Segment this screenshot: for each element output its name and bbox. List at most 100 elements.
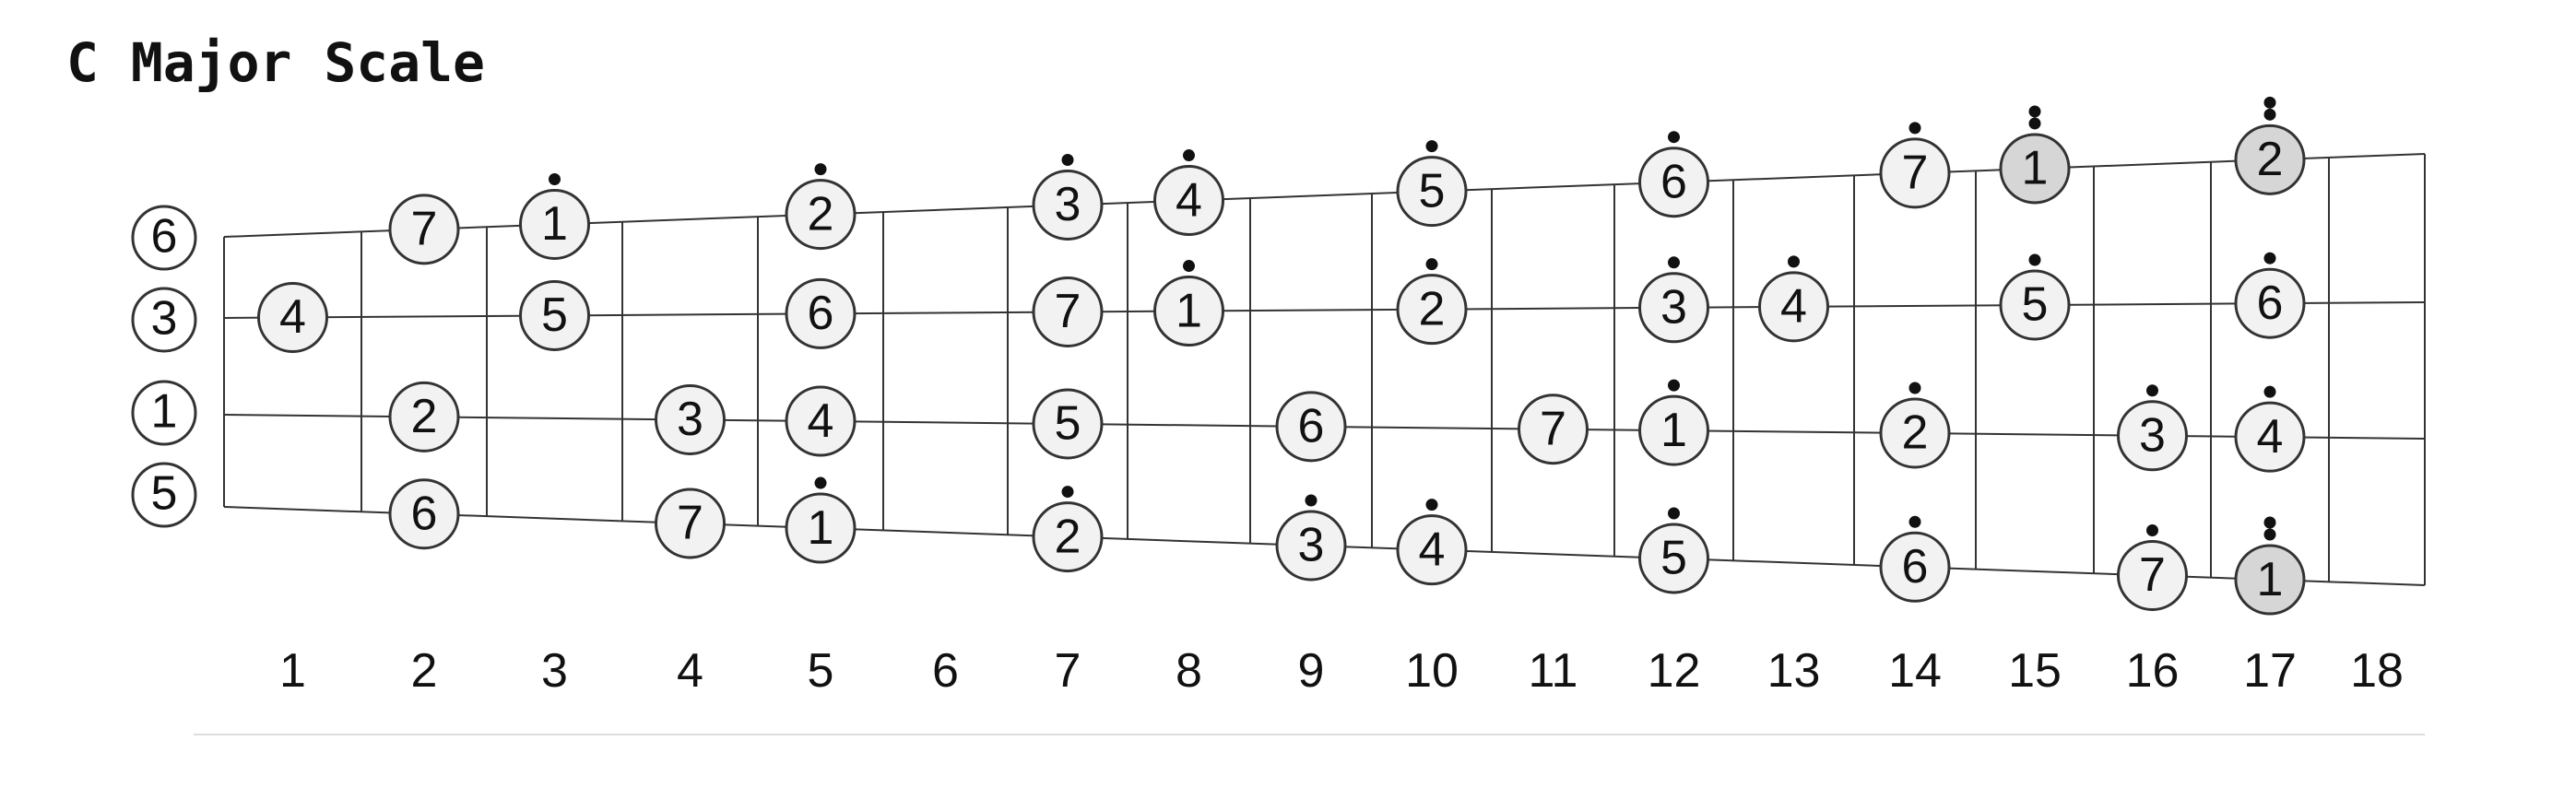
note-circle — [785, 277, 857, 349]
fret-number: 17 — [2243, 644, 2297, 698]
octave-dot — [2146, 523, 2158, 536]
scale-note: 2 — [1032, 486, 1104, 573]
scale-note: 3 — [655, 384, 726, 456]
fret-number: 16 — [2126, 644, 2180, 698]
note-circle — [1275, 391, 1347, 463]
note-degree-label: 3 — [1298, 519, 1325, 572]
note-degree-label: 2 — [1055, 510, 1081, 563]
scale-note: 1 — [2234, 516, 2306, 616]
octave-dot — [1668, 379, 1680, 392]
note-circle — [1153, 276, 1224, 347]
note-degree-label: 1 — [808, 501, 834, 555]
note-degree-label: 6 — [1298, 400, 1325, 453]
note-circle — [257, 281, 328, 353]
scale-note: 2 — [1879, 382, 1951, 469]
fret-number: 8 — [1176, 644, 1202, 698]
note-circle — [1032, 276, 1104, 347]
note-degree-label: 1 — [541, 197, 568, 251]
note-degree-label: 6 — [1902, 540, 1929, 594]
scale-note: 1 — [785, 476, 857, 564]
octave-dot — [1305, 494, 1318, 507]
note-circle — [1879, 397, 1951, 469]
octave-dot — [1425, 258, 1438, 271]
scale-note: 5 — [519, 279, 590, 351]
scale-note: 4 — [1396, 499, 1468, 586]
note-circle — [1032, 388, 1104, 460]
note-degree-label: 6 — [2257, 276, 2284, 330]
note-circle — [2234, 401, 2306, 473]
octave-dot — [2028, 117, 2041, 130]
note-degree-label: 3 — [1660, 281, 1687, 335]
scale-note: 4 — [1758, 255, 1829, 343]
note-degree-label: 1 — [1660, 404, 1687, 457]
octave-dot — [1908, 382, 1921, 394]
scale-note: 1 — [519, 172, 590, 260]
open-string-marker: 3 — [131, 287, 197, 353]
note-circle — [785, 179, 857, 251]
note-degree-label: 3 — [1055, 178, 1081, 231]
fret-number: 14 — [1888, 644, 1942, 698]
scale-note: 4 — [785, 385, 857, 457]
scale-note: 5 — [1396, 140, 1468, 228]
note-degree-label: 7 — [1540, 402, 1566, 455]
fret-number: 12 — [1648, 644, 1701, 698]
octave-dot — [1668, 131, 1680, 144]
note-degree-label: 7 — [677, 497, 703, 550]
open-string-circle — [131, 462, 197, 528]
octave-dot — [2263, 528, 2276, 541]
note-circle — [1396, 156, 1468, 228]
scale-note: 6 — [1879, 515, 1951, 603]
note-degree-label: 1 — [2022, 142, 2049, 195]
octave-dot — [2263, 252, 2276, 264]
octave-dot — [1061, 154, 1074, 167]
note-degree-label: 2 — [1419, 282, 1446, 335]
fret-number: 3 — [541, 644, 568, 698]
octave-dot — [1908, 122, 1921, 135]
octave-dot — [1425, 140, 1438, 153]
note-degree-label: 2 — [411, 390, 438, 443]
scale-note: 7 — [655, 488, 726, 559]
note-circle — [1999, 269, 2071, 341]
scale-note: 1 — [1153, 260, 1224, 347]
note-degree-label: 7 — [1902, 147, 1929, 200]
scale-note: 4 — [257, 281, 328, 353]
octave-dot — [2028, 105, 2041, 118]
note-degree-label: 3 — [677, 393, 703, 446]
fret-number: 9 — [1298, 644, 1325, 698]
note-degree-label: 4 — [1419, 523, 1446, 576]
scale-note: 3 — [1275, 494, 1347, 582]
scale-note: 6 — [1638, 131, 1709, 218]
fret-number: 6 — [932, 644, 959, 698]
fret-number: 15 — [2008, 644, 2062, 698]
octave-dot — [1788, 255, 1800, 268]
note-degree-label: 1 — [2257, 553, 2284, 606]
fret-number: 2 — [411, 644, 438, 698]
scale-note: 2 — [388, 381, 460, 453]
octave-dot — [2146, 384, 2158, 397]
open-string-marker: 5 — [131, 462, 197, 528]
note-circle — [1275, 510, 1347, 582]
note-circle — [1879, 531, 1951, 603]
fret-number: 5 — [808, 644, 834, 698]
note-circle — [1396, 274, 1468, 346]
scale-note: 7 — [2117, 523, 2188, 611]
scale-note: 3 — [2117, 384, 2188, 472]
octave-dot — [1061, 486, 1074, 499]
octave-dot — [1425, 499, 1438, 511]
octave-dot — [814, 163, 827, 176]
scale-note: 2 — [2234, 96, 2306, 195]
open-string-circle — [131, 380, 197, 446]
octave-dot — [2263, 108, 2276, 121]
note-circle — [1638, 272, 1709, 344]
note-circle — [519, 279, 590, 351]
open-string-label: 5 — [151, 467, 178, 521]
note-circle — [1396, 514, 1468, 586]
note-circle — [785, 492, 857, 564]
scale-note: 5 — [1032, 388, 1104, 460]
fret-number: 7 — [1055, 644, 1081, 698]
scale-note: 7 — [1879, 122, 1951, 209]
